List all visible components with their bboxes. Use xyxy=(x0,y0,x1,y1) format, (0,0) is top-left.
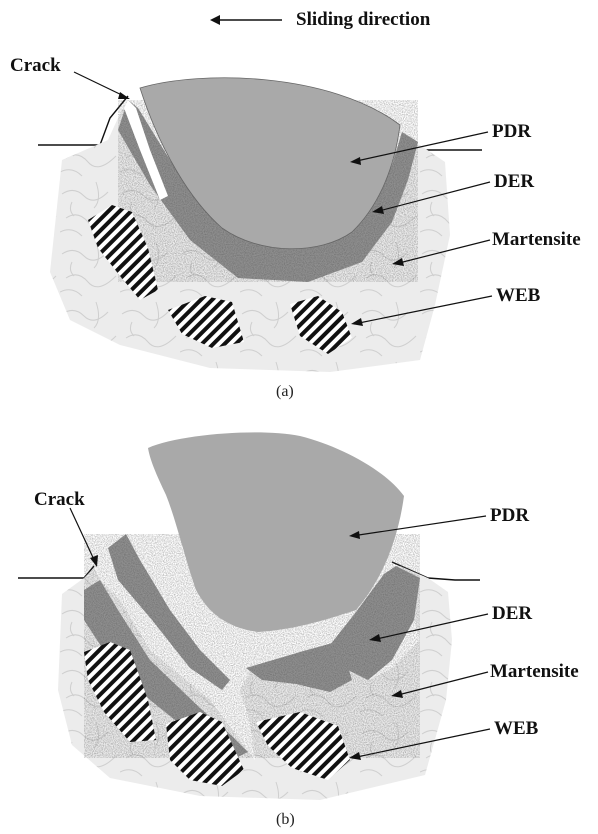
caption-b: (b) xyxy=(276,812,295,828)
web-label-a: WEB xyxy=(496,286,540,305)
crack-label-a: Crack xyxy=(10,56,61,75)
web-label-b: WEB xyxy=(494,719,538,738)
surface-line-left-b xyxy=(18,566,94,578)
crack-label-b: Crack xyxy=(34,490,85,509)
sliding-direction-label: Sliding direction xyxy=(296,10,430,29)
leader-crack-b-head xyxy=(90,555,98,567)
caption-a: (a) xyxy=(276,384,294,400)
martensite-label-b: Martensite xyxy=(490,662,579,681)
leader-crack-a-head xyxy=(118,92,130,99)
der-label-b: DER xyxy=(492,604,532,623)
panel-a-drawing xyxy=(38,15,492,372)
leader-crack-b xyxy=(70,508,96,564)
sliding-direction-arrowhead xyxy=(210,15,220,25)
der-label-a: DER xyxy=(494,172,534,191)
martensite-label-a: Martensite xyxy=(492,230,581,249)
pdr-label-a: PDR xyxy=(492,122,531,141)
panel-b-drawing xyxy=(18,432,490,800)
pdr-label-b: PDR xyxy=(490,506,529,525)
